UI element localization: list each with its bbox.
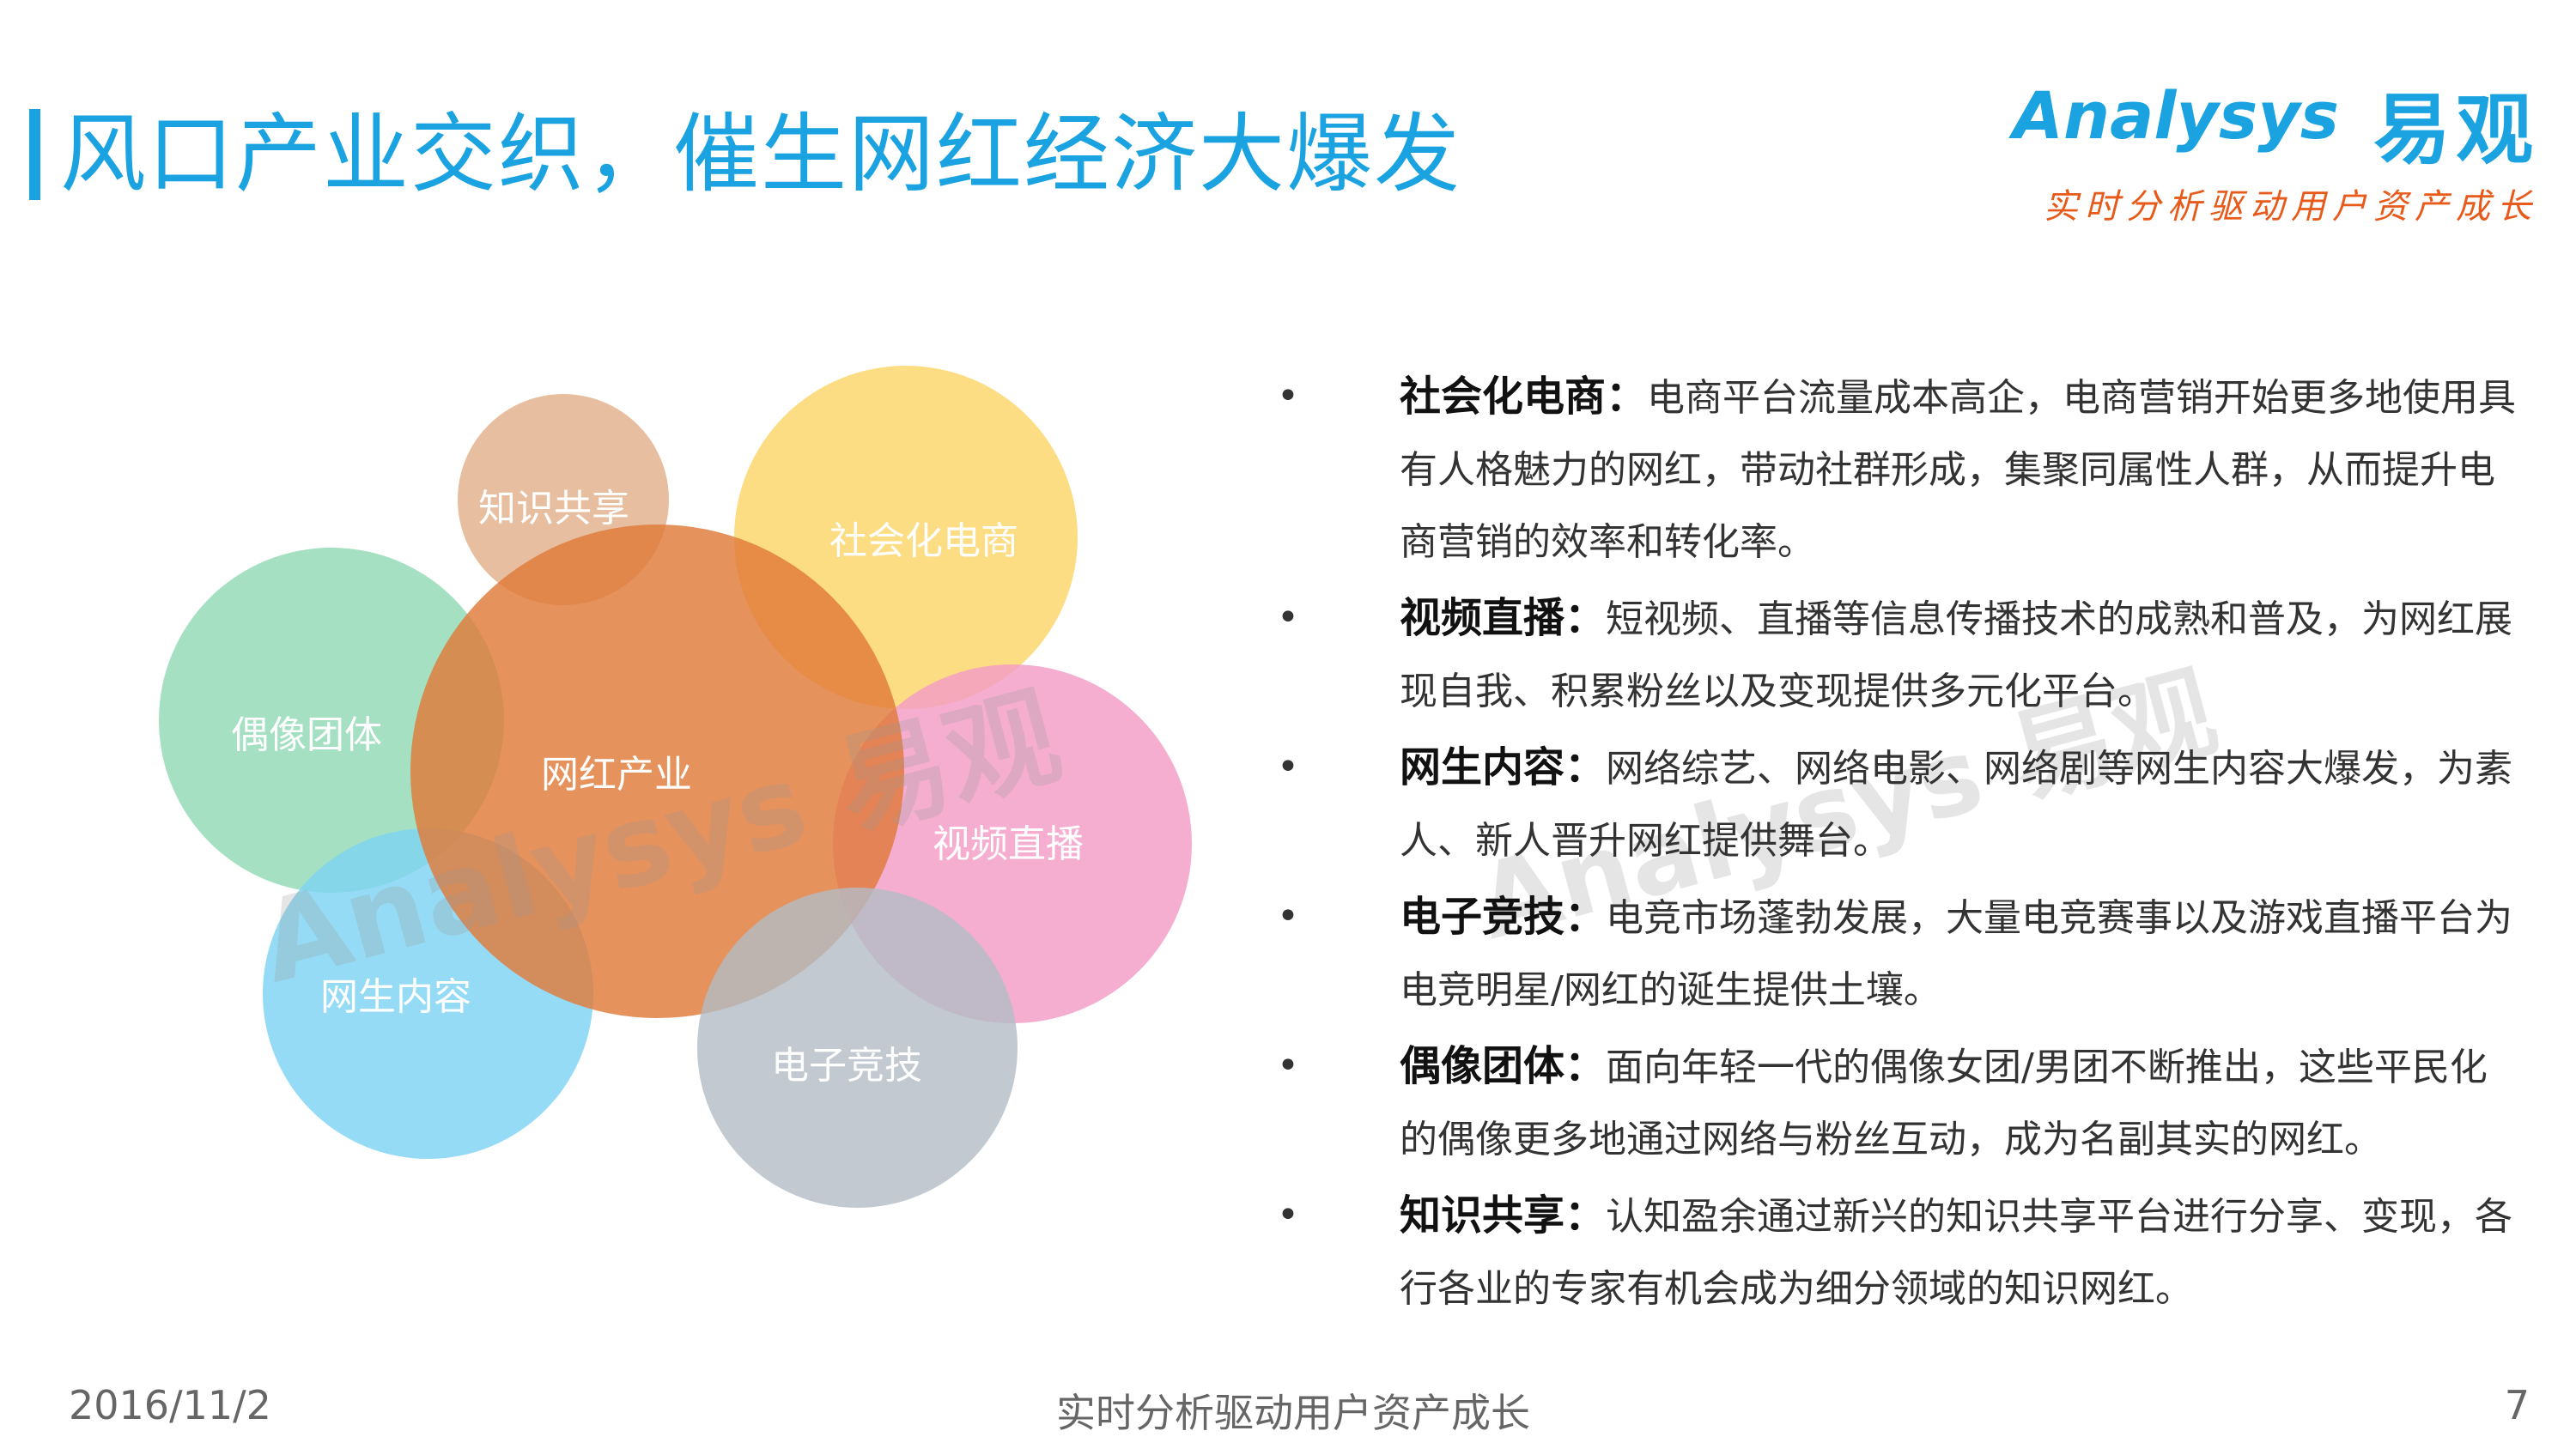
venn-diagram: 知识共享 社会化电商 偶像团体 视频直播 网生内容 网红产业 电子竞技 [0,0,1236,1288]
bullet-text: 面向年轻一代的偶像女团/男团不断推出，这些平民化的偶像更多地通过网络与粉丝互动，… [1400,1046,2488,1161]
bullet-dot: • [1277,1193,1299,1237]
bullet-heading: 电子竞技： [1400,893,1607,941]
bullet-item: • 知识共享：认知盈余通过新兴的知识共享平台进行分享、变现，各行各业的专家有机会… [1271,1179,2524,1325]
bullet-dot: • [1277,745,1299,789]
bullet-heading: 偶像团体： [1400,1042,1607,1090]
bullet-heading: 网生内容： [1400,743,1607,791]
logo-tagline: 实时分析驱动用户资产成长 [2044,187,2538,227]
label-esports: 电子竞技 [771,1044,922,1088]
footer-slogan: 实时分析驱动用户资产成长 [1056,1390,1530,1436]
label-video-live: 视频直播 [933,822,1084,866]
analysys-logo: Analysys 易观 实时分析驱动用户资产成长 [2013,60,2538,232]
bullet-heading: 视频直播： [1400,594,1607,642]
bullet-item: • 社会化电商：电商平台流量成本高企，电商营销开始更多地使用具有人格魅力的网红，… [1271,361,2524,579]
bullet-text: 认知盈余通过新兴的知识共享平台进行分享、变现，各行各业的专家有机会成为细分领域的… [1400,1195,2513,1311]
bullet-text: 电竞市场蓬勃发展，大量电竞赛事以及游戏直播平台为电竞明星/网红的诞生提供土壤。 [1400,896,2513,1012]
bullet-dot: • [1277,894,1299,938]
bullet-text: 网络综艺、网络电影、网络剧等网生内容大爆发，为素人、新人晋升网红提供舞台。 [1400,747,2513,863]
label-web-content: 网生内容 [320,975,471,1019]
bullet-dot: • [1277,596,1299,640]
bullet-item: • 偶像团体：面向年轻一代的偶像女团/男团不断推出，这些平民化的偶像更多地通过网… [1271,1030,2524,1176]
bullet-heading: 社会化电商： [1400,373,1648,421]
bullet-item: • 电子竞技：电竞市场蓬勃发展，大量电竞赛事以及游戏直播平台为电竞明星/网红的诞… [1271,881,2524,1027]
logo-chinese-text: 易观 [2373,85,2538,175]
bullet-dot: • [1277,1044,1299,1088]
bullet-item: • 视频直播：短视频、直播等信息传播技术的成熟和普及，为网红展现自我、积累粉丝以… [1271,582,2524,728]
page-number: 7 [2504,1382,2530,1428]
label-knowledge-sharing: 知识共享 [478,487,629,530]
title-accent-bar [29,109,40,200]
bullet-dot: • [1277,374,1299,418]
label-idol-group: 偶像团体 [231,713,382,757]
bullet-text: 短视频、直播等信息传播技术的成熟和普及，为网红展现自我、积累粉丝以及变现提供多元… [1400,597,2513,713]
bullet-list: • 社会化电商：电商平台流量成本高企，电商营销开始更多地使用具有人格魅力的网红，… [1271,361,2524,1329]
circle-esports [697,888,1018,1208]
logo-english-text: Analysys [2013,77,2339,154]
bullet-item: • 网生内容：网络综艺、网络电影、网络剧等网生内容大爆发，为素人、新人晋升网红提… [1271,731,2524,877]
bullet-heading: 知识共享： [1400,1191,1607,1240]
bullet-text: 电商平台流量成本高企，电商营销开始更多地使用具有人格魅力的网红，带动社群形成，集… [1400,376,2517,564]
slide-title: 风口产业交织，催生网红经济大爆发 [60,104,1461,204]
footer-date: 2016/11/2 [69,1382,271,1428]
label-social-ecommerce: 社会化电商 [829,519,1018,563]
label-wanghong-industry: 网红产业 [541,753,692,797]
